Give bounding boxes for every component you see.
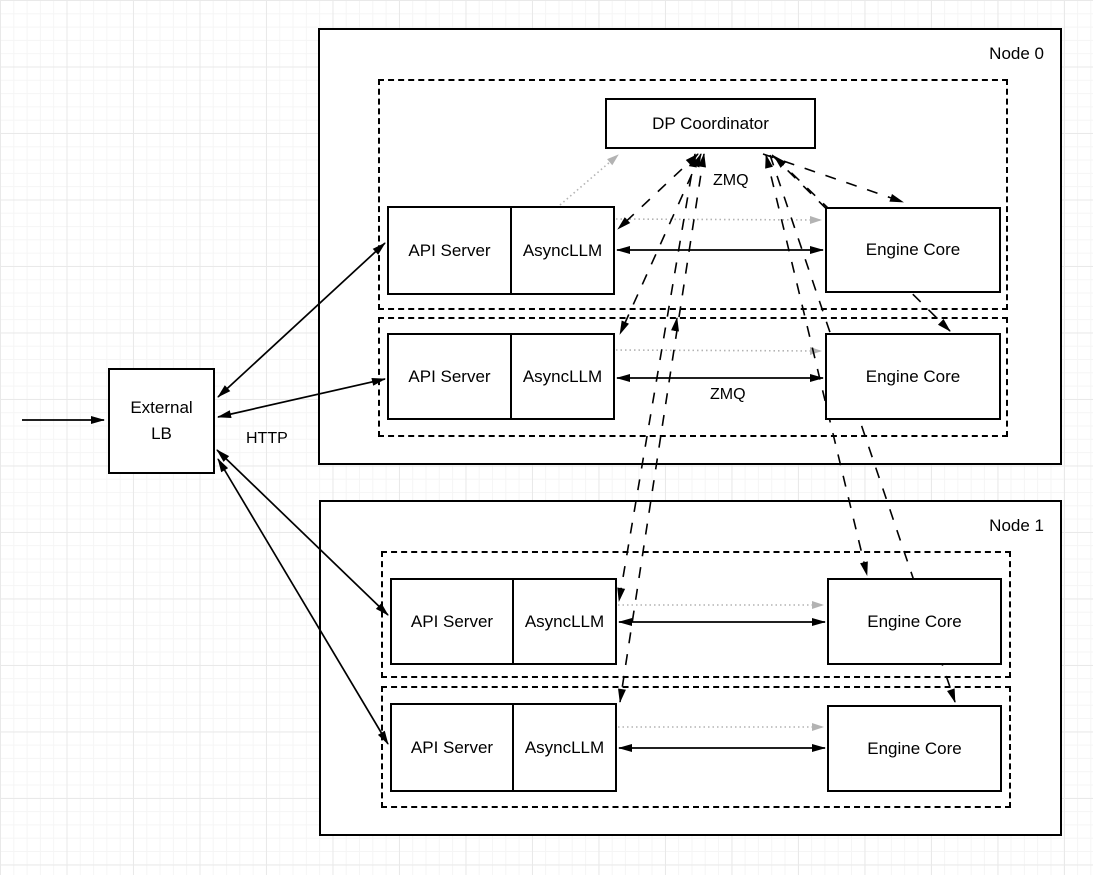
api-async-box-n0r1: API Server AsyncLLM [387, 333, 615, 420]
api-server-label: API Server [392, 580, 514, 663]
engine-core-box-n0r0: Engine Core [825, 207, 1001, 293]
external-lb-line1: External [130, 397, 193, 417]
zmq-coordinator-edge-label: ZMQ [713, 172, 749, 189]
engine-core-label: Engine Core [867, 738, 962, 758]
engine-core-box-n0r1: Engine Core [825, 333, 1001, 420]
engine-core-box-n1r1: Engine Core [827, 705, 1002, 792]
dp-coordinator-box: DP Coordinator [605, 98, 816, 149]
node0-title: Node 0 [989, 44, 1044, 63]
api-async-box-n1r0: API Server AsyncLLM [390, 578, 617, 665]
http-edge-label: HTTP [246, 430, 288, 447]
api-async-box-n1r1: API Server AsyncLLM [390, 703, 617, 792]
node1-title: Node 1 [989, 516, 1044, 535]
external-lb-line2: LB [151, 424, 172, 443]
engine-core-label: Engine Core [865, 366, 961, 386]
asyncllm-label: AsyncLLM [524, 737, 605, 757]
asyncllm-label: AsyncLLM [524, 611, 605, 631]
zmq-engine-edge-label: ZMQ [710, 386, 746, 403]
engine-core-label: Engine Core [867, 611, 962, 631]
dp-coordinator-label: DP Coordinator [652, 113, 769, 133]
external-lb-box: External LB [108, 368, 215, 474]
asyncllm-label: AsyncLLM [522, 240, 603, 260]
api-server-label: API Server [389, 208, 512, 293]
api-async-box-n0r0: API Server AsyncLLM [387, 206, 615, 295]
api-server-label: API Server [389, 335, 512, 418]
asyncllm-label: AsyncLLM [522, 366, 603, 386]
engine-core-box-n1r0: Engine Core [827, 578, 1002, 665]
engine-core-label: Engine Core [865, 240, 961, 259]
external-lb-label: External LB [130, 395, 192, 448]
api-server-label: API Server [392, 705, 514, 790]
